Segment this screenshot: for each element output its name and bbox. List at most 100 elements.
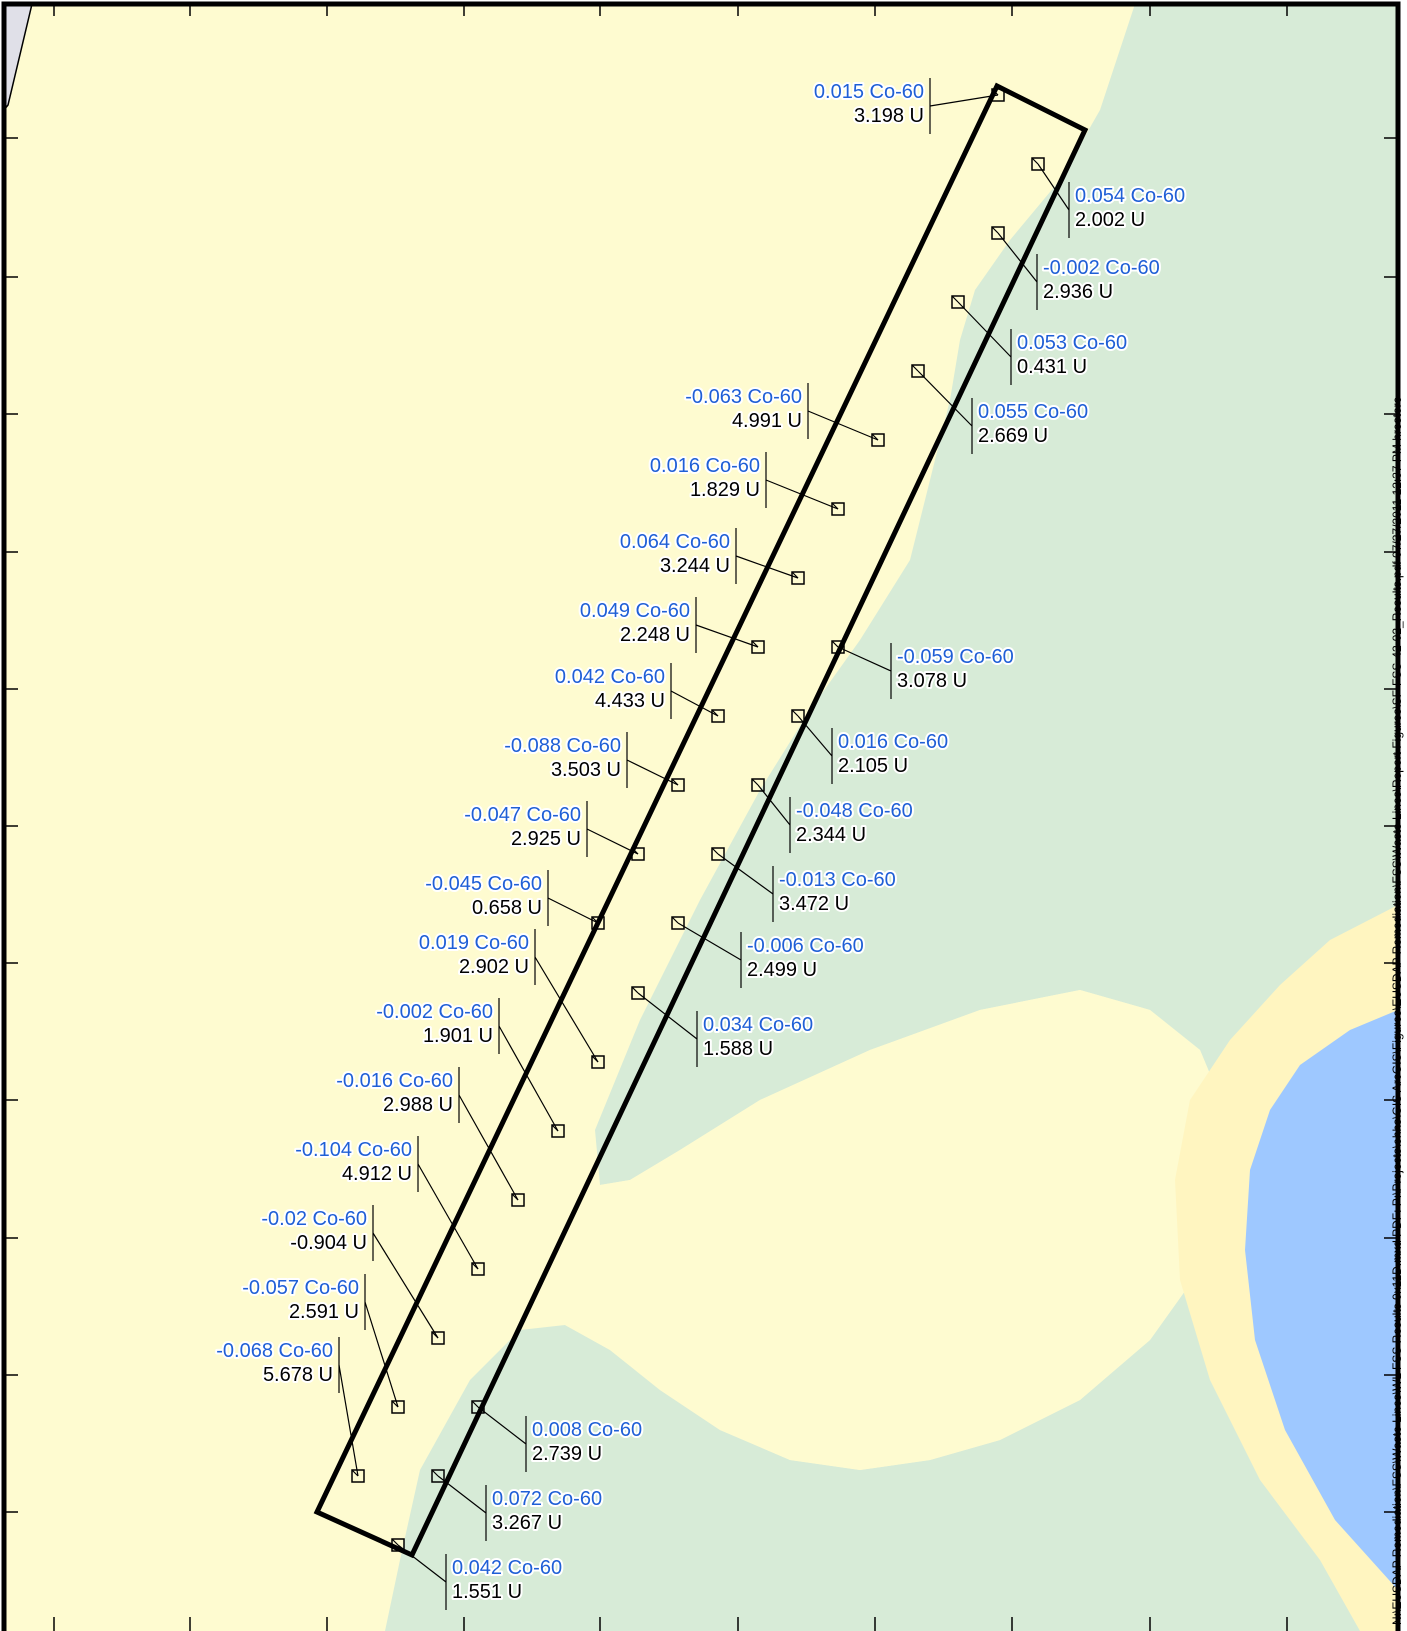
sample-marker[interactable] <box>591 1055 605 1069</box>
u-value: 1.588 U <box>703 1038 773 1060</box>
sample-marker[interactable] <box>791 709 805 723</box>
u-value: 1.829 U <box>690 479 760 501</box>
sample-marker-tick <box>831 640 839 648</box>
leader-line <box>695 624 759 648</box>
sample-marker-tick <box>711 709 719 717</box>
sample-marker-tick <box>511 1193 519 1201</box>
co60-value: 0.019 Co-60 <box>419 932 529 954</box>
sample-marker[interactable] <box>671 916 685 930</box>
leader-line <box>547 897 599 924</box>
sample-marker-tick <box>471 1262 479 1270</box>
sample-marker-tick <box>631 986 639 994</box>
sample-marker[interactable] <box>991 88 1005 102</box>
leader-line <box>670 690 719 717</box>
u-value: 2.936 U <box>1043 281 1113 303</box>
leader-line <box>338 1364 359 1477</box>
sample-marker[interactable] <box>831 502 845 516</box>
sample-marker[interactable] <box>711 847 725 861</box>
sample-marker[interactable] <box>431 1469 445 1483</box>
u-value: 3.472 U <box>779 893 849 915</box>
co60-value: -0.006 Co-60 <box>747 935 864 957</box>
sample-marker-tick <box>991 88 999 96</box>
co60-value: -0.002 Co-60 <box>1043 257 1160 279</box>
u-value: 2.669 U <box>978 425 1048 447</box>
sample-marker-tick <box>911 364 919 372</box>
co60-value: 0.055 Co-60 <box>978 401 1088 423</box>
sample-marker[interactable] <box>711 709 725 723</box>
u-value: 2.925 U <box>511 828 581 850</box>
sample-marker[interactable] <box>551 1124 565 1138</box>
co60-value: -0.045 Co-60 <box>425 873 542 895</box>
sample-marker[interactable] <box>671 778 685 792</box>
survey-unit-boundary[interactable] <box>313 82 1089 1559</box>
leader-line <box>717 853 774 895</box>
sample-marker[interactable] <box>591 916 605 930</box>
sample-marker[interactable] <box>471 1400 485 1414</box>
co60-value: 0.064 Co-60 <box>620 531 730 553</box>
sample-marker[interactable] <box>831 640 845 654</box>
co60-value: -0.016 Co-60 <box>336 1070 453 1092</box>
vegetation-area <box>385 4 1398 1631</box>
co60-value: 0.016 Co-60 <box>650 455 760 477</box>
land-inlet <box>565 990 1230 1470</box>
leader-lines <box>338 78 1070 1610</box>
co60-value: -0.088 Co-60 <box>504 735 621 757</box>
sample-marker-tick <box>831 502 839 510</box>
co60-value: -0.02 Co-60 <box>261 1208 367 1230</box>
leader-line <box>586 828 639 855</box>
leader-line <box>477 1406 527 1445</box>
leader-line <box>498 1025 559 1132</box>
sample-marker[interactable] <box>351 1469 365 1483</box>
sample-marker[interactable] <box>751 640 765 654</box>
sample-marker-tick <box>431 1331 439 1339</box>
sample-marker[interactable] <box>911 364 925 378</box>
sample-marker[interactable] <box>791 571 805 585</box>
co60-value: -0.013 Co-60 <box>779 869 896 891</box>
sample-labels: 0.015 Co-603.198 U0.054 Co-602.002 U-0.0… <box>214 79 1187 1605</box>
u-value: 2.499 U <box>747 959 817 981</box>
sample-marker-tick <box>391 1538 399 1546</box>
sample-marker[interactable] <box>631 986 645 1000</box>
leader-line <box>372 1232 439 1339</box>
leader-line <box>677 922 742 961</box>
u-value: 1.901 U <box>423 1025 493 1047</box>
sample-marker[interactable] <box>1031 157 1045 171</box>
sample-marker[interactable] <box>751 778 765 792</box>
co60-value: 0.042 Co-60 <box>555 666 665 688</box>
sample-marker[interactable] <box>431 1331 445 1345</box>
leader-line <box>534 956 599 1063</box>
co60-value: 0.016 Co-60 <box>838 731 948 753</box>
leader-line <box>735 555 799 579</box>
co60-value: -0.057 Co-60 <box>242 1277 359 1299</box>
sample-marker[interactable] <box>991 226 1005 240</box>
sample-marker-tick <box>431 1469 439 1477</box>
sample-marker[interactable] <box>391 1400 405 1414</box>
co60-value: -0.104 Co-60 <box>295 1139 412 1161</box>
sample-marker-tick <box>991 226 999 234</box>
sample-marker[interactable] <box>391 1538 405 1552</box>
file-path-text: N:\EUSDAP Remediation\FSS\Waste Lines\WL… <box>1390 396 1404 1625</box>
leader-line <box>397 1544 447 1583</box>
u-value: 5.678 U <box>263 1364 333 1386</box>
leader-line <box>765 479 839 510</box>
sample-marker[interactable] <box>951 295 965 309</box>
co60-value: 0.034 Co-60 <box>703 1014 813 1036</box>
u-value: 2.739 U <box>532 1443 602 1465</box>
leader-line <box>364 1301 399 1408</box>
leader-line <box>807 410 879 441</box>
sample-marker-tick <box>951 295 959 303</box>
leader-line <box>1037 163 1070 211</box>
u-value: 4.433 U <box>595 690 665 712</box>
sample-marker-tick <box>1031 157 1039 165</box>
u-value: 2.344 U <box>796 824 866 846</box>
water-body <box>1245 1010 1398 1590</box>
co60-value: 0.053 Co-60 <box>1017 332 1127 354</box>
sample-marker[interactable] <box>871 433 885 447</box>
u-value: -0.904 U <box>290 1232 367 1254</box>
sample-marker[interactable] <box>471 1262 485 1276</box>
sample-marker[interactable] <box>511 1193 525 1207</box>
sample-marker[interactable] <box>631 847 645 861</box>
co60-value: -0.063 Co-60 <box>685 386 802 408</box>
